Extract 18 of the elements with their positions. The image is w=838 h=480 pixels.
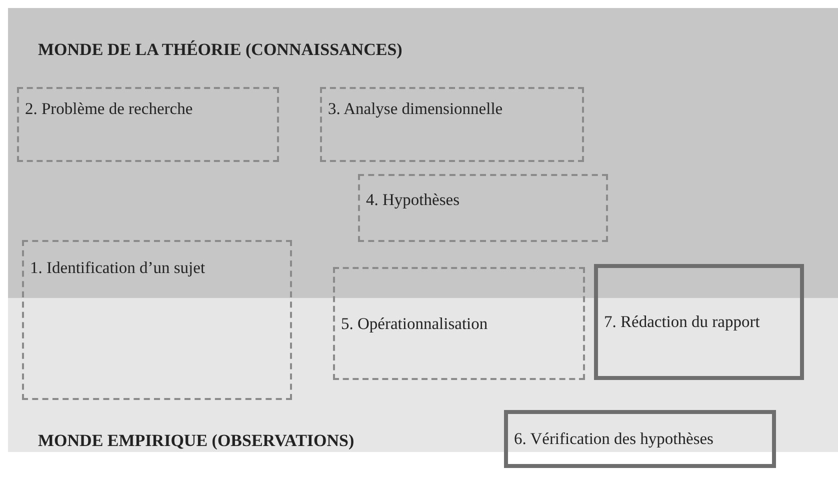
step-box (17, 87, 279, 162)
step-label: 6. Vérification des hypothèses (514, 429, 714, 449)
step-box (594, 264, 804, 380)
zone-band (8, 298, 838, 452)
zone-heading: MONDE DE LA THÉORIE (CONNAISSANCES) (38, 40, 402, 60)
step-label: 7. Rédaction du rapport (604, 312, 760, 332)
zone-heading: MONDE EMPIRIQUE (OBSERVATIONS) (38, 431, 354, 451)
step-label: 1. Identification d’un sujet (30, 257, 206, 278)
step-box (358, 174, 608, 242)
step-box (22, 240, 292, 400)
step-box (333, 267, 585, 380)
step-label: 2. Problème de recherche (25, 98, 193, 119)
step-box (504, 410, 776, 468)
step-label: 3. Analyse dimensionnelle (328, 98, 503, 119)
step-label: 5. Opérationnalisation (341, 314, 488, 334)
step-label: 4. Hypothèses (366, 189, 460, 210)
zone-band (8, 8, 838, 298)
step-box (320, 87, 584, 162)
